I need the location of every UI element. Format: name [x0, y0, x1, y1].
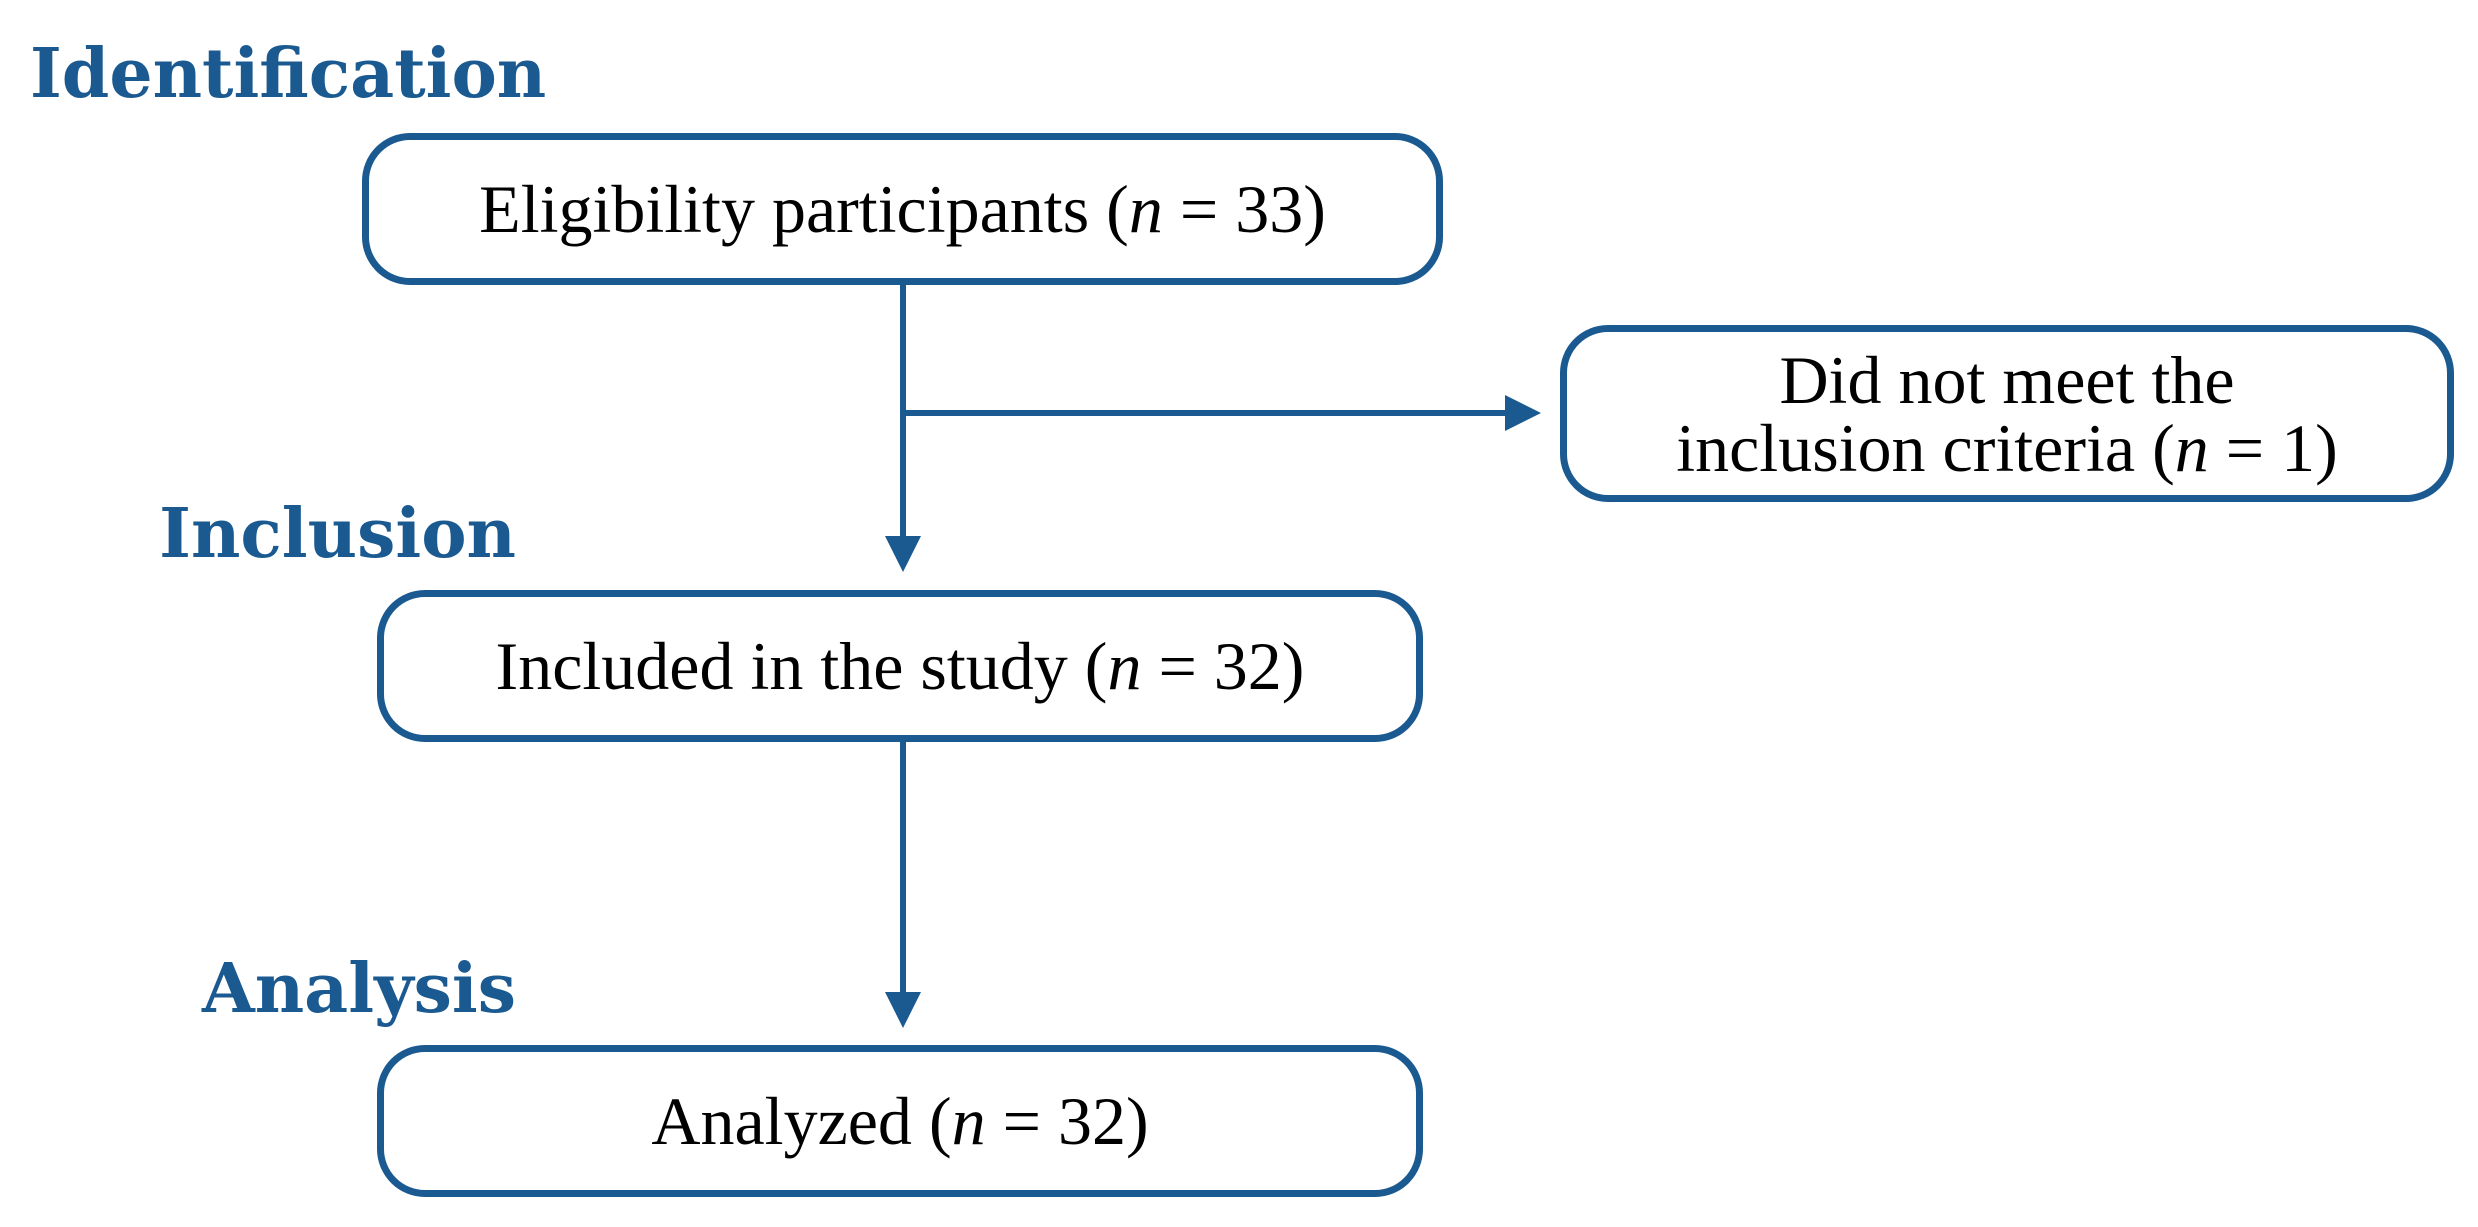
eligibility-text: Eligibility participants (n = 33): [479, 171, 1326, 247]
stage-label-identification: Identification: [30, 34, 547, 114]
excluded-box: Did not meet the inclusion criteria (n =…: [1560, 325, 2454, 502]
included-text: Included in the study (n = 32): [495, 628, 1305, 704]
included-box: Included in the study (n = 32): [377, 590, 1423, 742]
equals-sign: =: [2225, 409, 2265, 486]
n-symbol: n: [1128, 171, 1163, 247]
n-symbol: n: [1107, 628, 1142, 704]
eligibility-label: Eligibility participants: [479, 171, 1090, 247]
excluded-label: inclusion criteria: [1676, 409, 2136, 486]
equals-sign: =: [1158, 628, 1197, 704]
included-count: 32: [1213, 628, 1282, 704]
n-symbol: n: [2174, 409, 2209, 486]
stage-label-inclusion: Inclusion: [159, 494, 516, 574]
excluded-line-2: inclusion criteria (n = 1): [1676, 409, 2338, 486]
analyzed-text: Analyzed (n = 32): [651, 1083, 1149, 1159]
analyzed-count: 32: [1057, 1083, 1126, 1159]
eligibility-count: 33: [1235, 171, 1304, 247]
n-symbol: n: [951, 1083, 986, 1159]
analyzed-label: Analyzed: [651, 1083, 912, 1159]
equals-sign: =: [1002, 1083, 1041, 1159]
stage-label-analysis: Analysis: [201, 949, 516, 1029]
analyzed-box: Analyzed (n = 32): [377, 1045, 1423, 1197]
included-label: Included in the study: [495, 628, 1068, 704]
eligibility-box: Eligibility participants (n = 33): [362, 133, 1443, 285]
excluded-count: 1: [2281, 409, 2316, 486]
equals-sign: =: [1179, 171, 1219, 247]
excluded-line-1: Did not meet the: [1779, 341, 2235, 418]
